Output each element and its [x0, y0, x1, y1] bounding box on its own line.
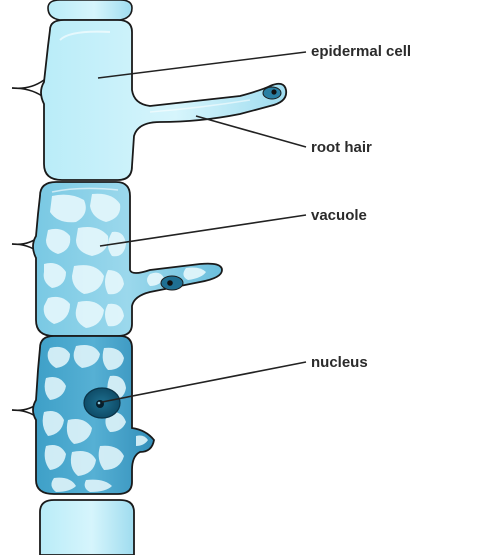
root-hair-nucleus-top [263, 87, 281, 99]
label-vacuole: vacuole [311, 208, 367, 223]
pointer-root-hair [196, 116, 306, 147]
label-epidermal-cell: epidermal cell [311, 44, 411, 59]
label-nucleus: nucleus [311, 355, 368, 370]
nucleus-bottom [84, 388, 120, 418]
epidermal-cell-top [41, 20, 286, 180]
epidermal-cell-middle [33, 182, 222, 336]
label-root-hair: root hair [311, 140, 372, 155]
cell-above-sliver [48, 0, 132, 20]
cell-below-partial [40, 500, 134, 555]
root-hair-nucleus-middle [161, 276, 183, 290]
